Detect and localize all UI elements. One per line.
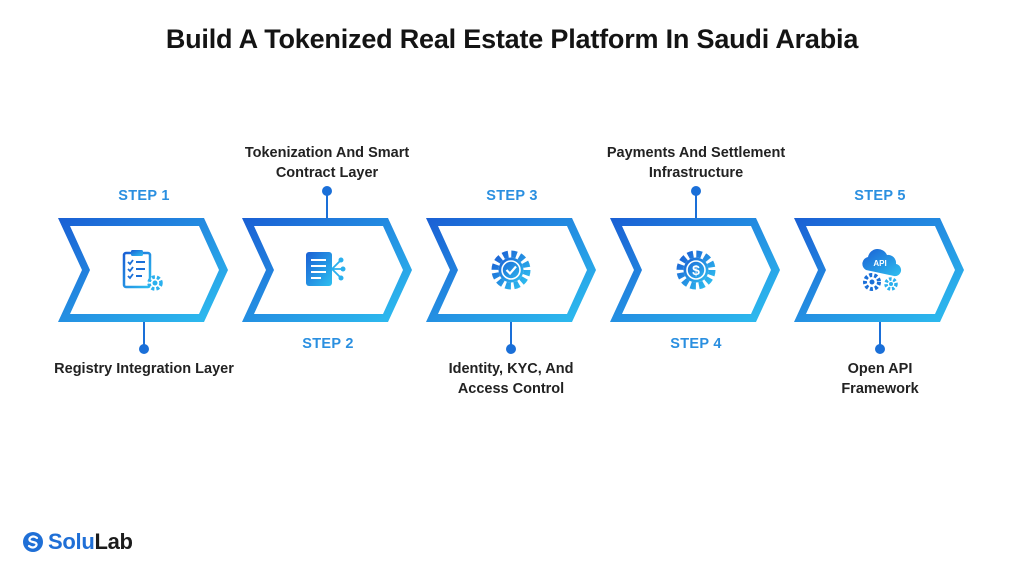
step-5-dot	[875, 344, 885, 354]
document-network-icon	[306, 252, 346, 286]
step-4-label: STEP 4	[670, 336, 722, 352]
step-2-label: STEP 2	[302, 336, 354, 352]
step-3-label: STEP 3	[486, 188, 538, 204]
logo-text-part1: Solu	[48, 529, 95, 554]
solulab-logo-mark-icon	[23, 532, 43, 552]
svg-text:$: $	[692, 262, 700, 278]
step-3-chevron	[426, 218, 596, 354]
cloud-api-gears-icon: API	[862, 248, 902, 291]
gear-checkmark-icon	[491, 250, 531, 290]
step-5-chevron: API	[794, 218, 964, 354]
step-1-chevron	[58, 218, 228, 354]
step-1-dot	[139, 344, 149, 354]
step-1-label: STEP 1	[118, 188, 170, 204]
solulab-logo: SoluLab	[22, 528, 133, 556]
step-3-description: Identity, KYC, And Access Control	[448, 361, 574, 397]
step-3-dot	[506, 344, 516, 354]
step-4-chevron: $	[610, 186, 780, 322]
clipboard-checklist-gear-icon	[122, 250, 163, 291]
step-5-label: STEP 5	[854, 188, 906, 204]
step-2-dot	[322, 186, 332, 196]
logo-text-part2: Lab	[94, 529, 133, 554]
logo-wordmark: SoluLab	[48, 529, 133, 555]
step-2-description: Tokenization And Smart Contract Layer	[244, 145, 410, 181]
step-4-description: Payments And Settlement Infrastructure	[606, 145, 786, 181]
step-5-description: Open API Framework	[841, 361, 919, 397]
page-title: Build A Tokenized Real Estate Platform I…	[165, 24, 859, 54]
step-1-description: Registry Integration Layer	[54, 361, 234, 377]
step-4-dot	[691, 186, 701, 196]
svg-text:API: API	[873, 259, 886, 268]
step-2-chevron	[242, 186, 412, 322]
gear-dollar-icon: $	[676, 250, 716, 290]
